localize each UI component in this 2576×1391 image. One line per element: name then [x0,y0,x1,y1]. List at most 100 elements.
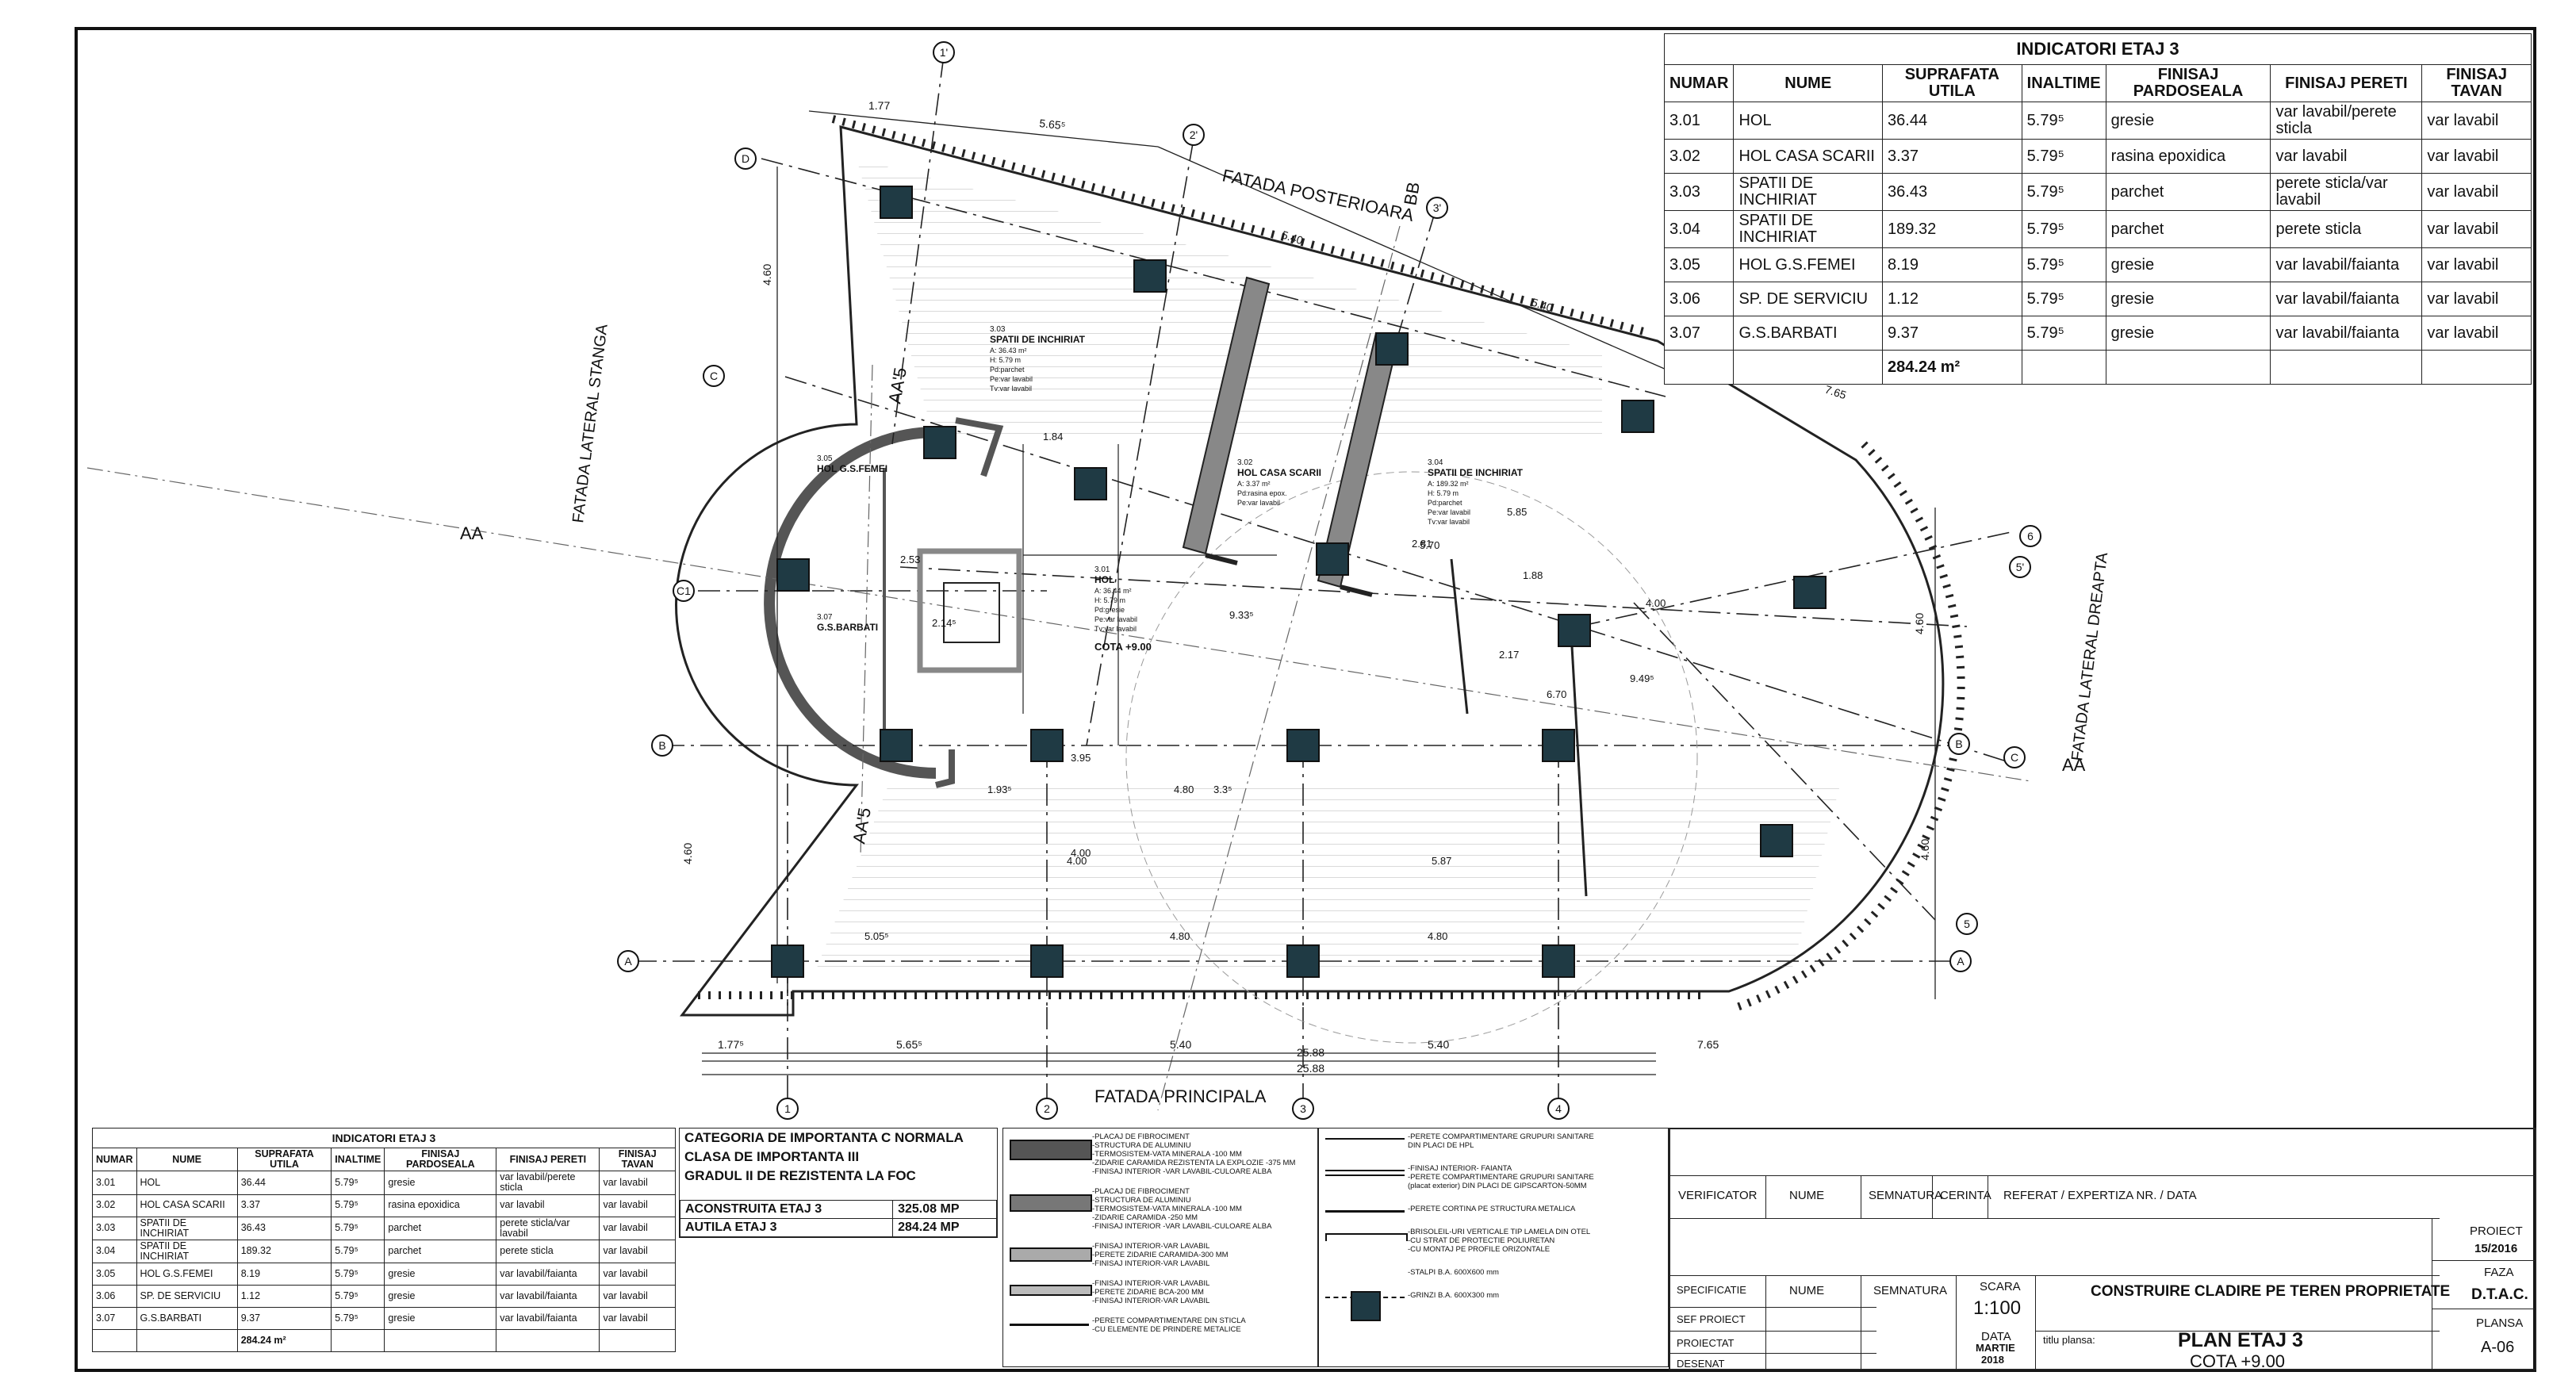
column-header: FINISAJ PARDOSEALA [2105,64,2271,102]
dimension-text: 5.85 [1507,506,1527,518]
legend-text: -PERETE ZIDARIE BCA-200 MM [1092,1287,1204,1297]
grid-axis-label: D [742,152,749,165]
table-cell: var lavabil [2421,282,2532,316]
table-cell: 5.79⁵ [331,1194,385,1217]
dimension-text: 9.33⁵ [1229,609,1254,621]
dimension-text: 6.70 [1547,688,1566,700]
table-cell: var lavabil [599,1307,676,1330]
legend-text: -STRUCTURA DE ALUMINIU [1092,1195,1191,1205]
legend-item: -PERETE CORTINA PE STRUCTURA METALICA [1408,1205,1575,1214]
table-cell: 5.79⁵ [2021,316,2106,351]
grid-axis-label: 5 [1964,918,1970,930]
total-area: 284.24 m² [236,1329,332,1352]
table-cell: 3.07 [1663,316,1735,351]
dimension-text: 1.93⁵ [987,784,1012,795]
category-line: CATEGORIA DE IMPORTANTA C NORMALA [684,1130,964,1145]
curve-fins [1735,441,1965,1011]
sef-proiect-label: SEF PROIECT [1677,1313,1746,1325]
dimension-text: 5.65⁵ [896,1038,922,1051]
section-label: AA [2062,755,2086,775]
table-cell: 5.79⁵ [331,1171,385,1195]
table-cell: 3.05 [1663,247,1735,282]
table-cell: 3.07 [92,1307,137,1330]
column-header: FINISAJ TAVAN [2421,64,2532,102]
dimension-text: 4.80 [1170,930,1190,942]
data-year: 2018 [1981,1354,2004,1366]
table-cell: perete sticla/var lavabil [496,1216,600,1240]
room-detail: A: 36.43 m² [990,347,1027,354]
table-cell: parchet [2105,210,2271,248]
category-line: CLASA DE IMPORTANTA III [684,1149,860,1164]
room-detail: Tv:var lavabil [990,385,1032,393]
dimension-text: 1.84 [1043,431,1063,443]
table-cell: gresie [384,1263,497,1286]
indicators-title: INDICATORI ETAJ 3 [92,1128,676,1148]
legend-text: -FINISAJ INTERIOR- FAIANTA [1408,1164,1512,1173]
legend-text: -STRUCTURA DE ALUMINIU [1092,1140,1191,1150]
section-label: AA [460,523,484,543]
table-cell: 5.79⁵ [331,1216,385,1240]
grid-axis-bubble [2019,525,2041,547]
level-tag: COTA +9.00 [1094,641,1152,653]
dimension-text: 2.17 [1499,649,1519,661]
table-cell: 3.02 [92,1194,137,1217]
table-cell [599,1329,676,1352]
table-cell: 5.79⁵ [2021,247,2106,282]
grid-axis-label: 2' [1190,128,1198,141]
table-cell: 3.03 [92,1216,137,1240]
table-cell [1663,350,1735,385]
grid-axis-label: A [1957,955,1965,968]
legend-item: -PERETE COMPARTIMENTARE DIN STICLA-CU EL… [1092,1316,1246,1335]
table-cell: 189.32 [236,1239,332,1264]
dimension-text: 5.40 [1428,1038,1449,1051]
table-cell: 5.79⁵ [331,1307,385,1330]
semnatura-label: SEMNATURA [1869,1189,1943,1202]
grid-axis-bubble [776,1098,799,1120]
table-cell [2421,350,2532,385]
table-cell: HOL [1733,102,1884,140]
grid-axis-label: 3 [1300,1102,1306,1115]
table-cell: var lavabil [2421,210,2532,248]
room-detail: A: 3.37 m² [1237,480,1271,488]
grid-axis-label: B [658,739,665,752]
legend-swatch [1325,1210,1405,1213]
table-cell: 284.24 MP [892,1218,997,1237]
grid-axis-bubble [1949,950,1972,972]
room-name: SPATII DE INCHIRIAT [1428,467,1524,478]
table-cell: 1.12 [236,1285,332,1308]
table-cell [384,1329,497,1352]
grid-axis-bubble [703,365,725,387]
table-cell: 5.79⁵ [2021,139,2106,174]
table-cell: var lavabil [599,1285,676,1308]
grid-axis-bubble [933,41,955,63]
room-detail: Pe:var lavabil [1237,499,1280,507]
table-cell [2021,350,2106,385]
table-cell: 5.79⁵ [331,1239,385,1264]
column-swatch [1351,1291,1381,1321]
column-header: FINISAJ PERETI [2270,64,2423,102]
table-cell: var lavabil/faianta [496,1285,600,1308]
column-header: NUMAR [92,1147,137,1172]
table-cell: 3.01 [1663,102,1735,140]
table-cell: SP. DE SERVICIU [136,1285,238,1308]
table-cell: 5.79⁵ [2021,210,2106,248]
table-cell: var lavabil [2421,102,2532,140]
table-cell: SPATII DE INCHIRIAT [1733,210,1884,248]
table-cell: var lavabil [599,1216,676,1240]
dimension-text: 4.00 [1067,855,1087,867]
dimension-text: 5.05⁵ [864,930,889,942]
faza-value: D.T.A.C. [2471,1286,2528,1303]
dimension-text: 25.88 [1297,1046,1324,1059]
desenat-label: DESENAT [1677,1358,1725,1370]
room-name: HOL [1094,574,1114,585]
legend-text: -PERETE CORTINA PE STRUCTURA METALICA [1408,1205,1576,1213]
